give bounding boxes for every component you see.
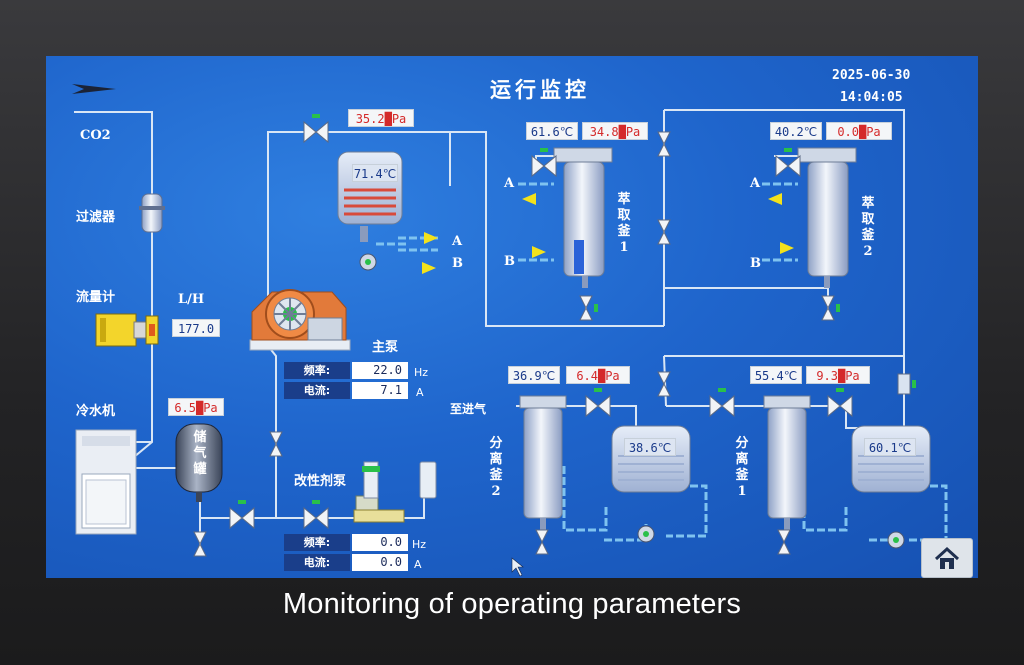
home-icon xyxy=(934,546,960,569)
extractor1-port-a: A xyxy=(504,176,515,191)
valve-icon xyxy=(303,114,329,144)
extractor2-port-b: B xyxy=(750,256,761,271)
valve-icon xyxy=(897,373,916,395)
hmi-screen: 运行监控 2025-06-30 14:04:05 CO2 过滤器 流量计 L/H… xyxy=(46,56,978,578)
valve-icon xyxy=(657,219,671,245)
arrow-right-icon xyxy=(780,242,794,254)
modifier-pump-freq-unit: Hz xyxy=(412,538,427,551)
heater-temp-display: 71.4℃ xyxy=(352,164,398,182)
valve-icon xyxy=(579,295,598,321)
modifier-pump-current-value: 0.0 xyxy=(352,554,408,571)
page-title: 运行监控 xyxy=(490,77,590,102)
tank-label: 储气罐 xyxy=(193,430,207,477)
filter-label: 过滤器 xyxy=(76,210,116,225)
extractor1-temp-display: 61.6℃ xyxy=(526,122,578,140)
valve-icon xyxy=(229,500,255,530)
valve-icon xyxy=(657,371,671,397)
separator-vessel-1 xyxy=(763,395,811,530)
heater-port-a: A xyxy=(452,234,463,249)
separator2-tank-temp: 38.6℃ xyxy=(624,438,676,456)
extractor1-label: 萃取釜1 xyxy=(617,192,631,255)
flow-arrows xyxy=(422,193,794,274)
valve-icon xyxy=(777,529,791,555)
modifier-pump-current-unit: A xyxy=(414,558,422,571)
extractor2-pressure-display: 0.0█Pa xyxy=(826,122,892,140)
valves[interactable] xyxy=(193,114,916,557)
valve-icon xyxy=(535,529,549,555)
extractor-vessel-2 xyxy=(797,147,857,288)
co2-filter xyxy=(139,193,165,233)
liquid-pipes xyxy=(376,182,948,542)
co2-label: CO2 xyxy=(80,128,111,143)
separator1-temp-display: 55.4℃ xyxy=(750,366,802,384)
gas-storage-tank xyxy=(175,423,223,502)
modifier-pump-machine xyxy=(353,461,437,523)
heater-port-b: B xyxy=(452,256,463,271)
chiller-unit xyxy=(75,429,137,535)
cursor-icon xyxy=(511,557,524,577)
valve-icon xyxy=(709,388,735,418)
separator1-pressure-display: 9.3█Pa xyxy=(806,366,870,384)
valve-icon xyxy=(531,148,557,178)
modifier-pump-current-label: 电流: xyxy=(284,554,350,571)
main-pump-current-label: 电流: xyxy=(284,382,350,399)
separator2-inlet-label: 至进气 xyxy=(450,402,487,416)
valve-icon xyxy=(585,388,611,418)
extractor2-label: 萃取釜2 xyxy=(861,196,875,259)
valve-icon xyxy=(269,431,283,457)
extractor2-temp-display: 40.2℃ xyxy=(770,122,822,140)
arrow-left-icon xyxy=(424,232,438,244)
image-caption: Monitoring of operating parameters xyxy=(282,588,742,620)
flow-value-display: 177.0 xyxy=(172,319,220,337)
tank-pressure-display: 6.5█Pa xyxy=(168,398,224,416)
modifier-pump-label: 改性剂泵 xyxy=(294,474,347,489)
separator2-label: 分离釜2 xyxy=(489,436,503,499)
modifier-pump-freq-value: 0.0 xyxy=(352,534,408,551)
valve-icon xyxy=(303,500,329,530)
separator2-temp-display: 36.9℃ xyxy=(508,366,560,384)
arrow-right-icon xyxy=(422,262,436,274)
extractor2-port-a: A xyxy=(750,176,761,191)
main-pump-current-unit: A xyxy=(416,386,424,399)
main-pump-freq-label: 频率: xyxy=(284,362,350,379)
valve-icon xyxy=(827,388,853,418)
main-pump-freq-unit: Hz xyxy=(414,366,429,379)
valve-icon xyxy=(775,148,801,178)
header-arrow-icon xyxy=(72,84,116,94)
main-pump-label: 主泵 xyxy=(372,340,399,355)
heater-pressure-display: 35.2█Pa xyxy=(348,109,414,127)
modifier-pump-freq-label: 频率: xyxy=(284,534,350,551)
valve-icon xyxy=(821,295,840,321)
separator2-pressure-display: 6.4█Pa xyxy=(566,366,630,384)
home-button[interactable] xyxy=(921,538,973,578)
flowmeter-label: 流量计 xyxy=(76,290,116,305)
arrow-left-icon xyxy=(522,193,536,205)
separator1-label: 分离釜1 xyxy=(735,436,749,499)
flow-meter xyxy=(95,313,159,347)
main-pump-machine xyxy=(249,289,351,351)
valve-icon xyxy=(657,131,671,157)
flow-unit-label: L/H xyxy=(178,292,205,307)
extractor1-port-b: B xyxy=(504,254,515,269)
separator1-tank-temp: 60.1℃ xyxy=(864,438,916,456)
arrow-right-icon xyxy=(532,246,546,258)
main-pump-freq-value: 22.0 xyxy=(352,362,408,379)
valve-icon xyxy=(193,531,207,557)
main-pump-current-value: 7.1 xyxy=(352,382,408,399)
extractor-vessel-1 xyxy=(553,147,613,288)
separator-vessel-2 xyxy=(519,395,567,530)
chiller-label: 冷水机 xyxy=(76,404,116,419)
extractor1-pressure-display: 34.8█Pa xyxy=(582,122,648,140)
date-display: 2025-06-30 xyxy=(832,68,911,83)
time-display: 14:04:05 xyxy=(840,90,903,105)
arrow-left-icon xyxy=(768,193,782,205)
